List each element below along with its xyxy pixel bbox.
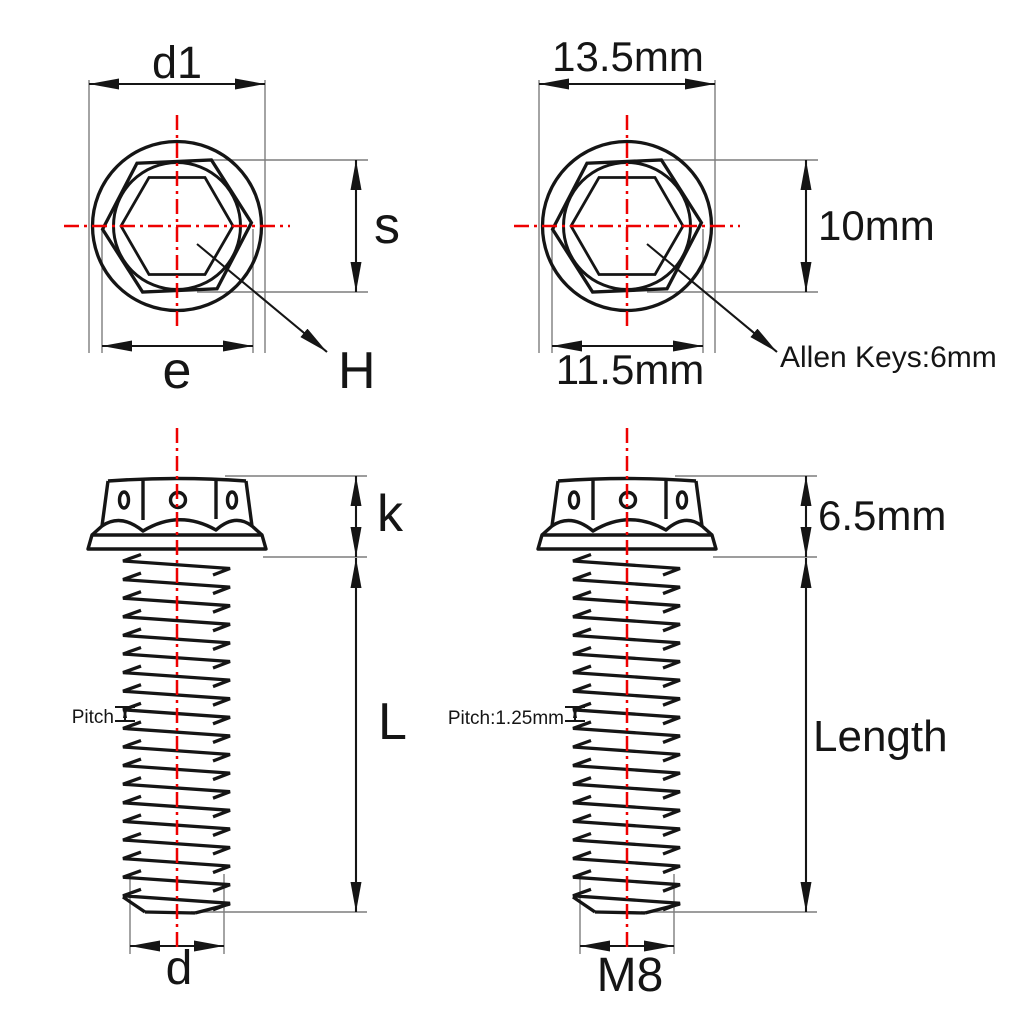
labels-top-right-view: 13.5mm 10mm 11.5mm Allen Keys:6mm	[552, 33, 997, 393]
across-flats-value: 10mm	[818, 202, 935, 249]
flange-diameter-value: 13.5mm	[552, 33, 704, 80]
shaft-length-value: Length	[813, 712, 948, 761]
head-height-label: k	[377, 485, 404, 543]
bolt-side-view-generic	[88, 428, 367, 954]
labels-bottom-right-view: 6.5mm Length Pitch:1.25mm M8	[448, 492, 948, 1002]
flange-diameter-label: d1	[152, 37, 202, 88]
allen-key-size-label: Allen Keys:6mm	[780, 341, 997, 374]
thread-diameter-label: d	[166, 942, 193, 995]
head-top-view-measured	[514, 80, 818, 353]
thread-size-value: M8	[597, 949, 664, 1002]
pitch-label: Pitch	[72, 707, 114, 728]
across-corners-value: 11.5mm	[556, 346, 705, 393]
labels-top-left-view: d1 s e H	[152, 37, 400, 400]
labels-bottom-left-view: k L Pitch d	[72, 485, 407, 995]
shaft-length-label: L	[378, 693, 407, 751]
socket-label: H	[338, 342, 376, 400]
pitch-value: Pitch:1.25mm	[448, 708, 564, 729]
bolt-side-view-measured	[538, 428, 817, 954]
head-top-view-generic	[64, 80, 368, 353]
head-height-value: 6.5mm	[818, 492, 946, 539]
across-flats-label: s	[374, 197, 400, 255]
across-corners-label: e	[163, 342, 192, 400]
